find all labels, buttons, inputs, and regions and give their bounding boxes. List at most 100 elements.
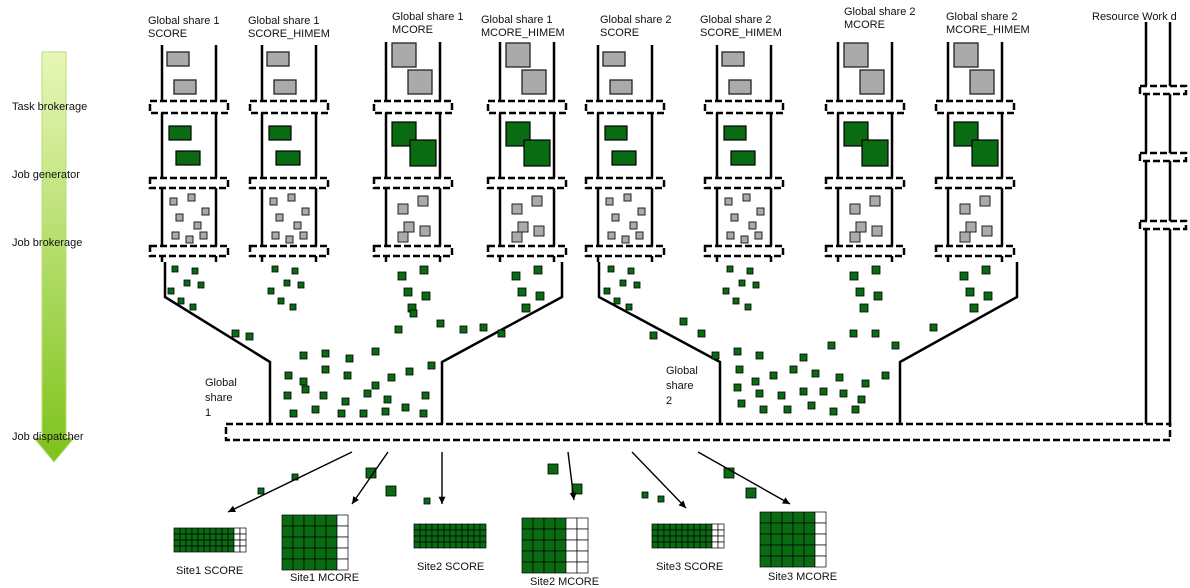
site-slot — [770, 555, 783, 568]
job-square — [299, 231, 308, 240]
site-slot — [179, 539, 187, 547]
dispatch-arrowhead — [352, 496, 359, 504]
site-grid — [281, 514, 349, 571]
site-slot — [521, 550, 534, 563]
job-square — [873, 291, 883, 301]
site-slot — [554, 528, 567, 541]
job-square — [857, 395, 866, 404]
job-square — [789, 365, 798, 374]
job-square — [535, 291, 545, 301]
task-block — [173, 79, 197, 95]
task-block — [859, 69, 885, 95]
job-square — [607, 231, 616, 240]
site-slot — [803, 555, 816, 568]
dispatch-arrows — [227, 451, 791, 513]
job-square — [859, 303, 869, 313]
job-square — [839, 389, 848, 398]
job-square — [409, 309, 418, 318]
job-square — [625, 303, 633, 311]
site-slot — [281, 525, 294, 538]
job-square — [289, 303, 297, 311]
job-squares — [231, 309, 938, 505]
site-slot — [443, 523, 451, 531]
site-slot — [292, 558, 305, 571]
site-slot — [479, 535, 487, 543]
job-square — [285, 235, 294, 244]
site-slot — [792, 511, 805, 524]
site-slot — [473, 529, 481, 537]
site-slot — [759, 522, 772, 535]
site-slot — [681, 529, 689, 537]
stage-connector — [248, 176, 330, 190]
job-square — [849, 329, 858, 338]
job-square — [754, 231, 763, 240]
site-slot — [303, 558, 316, 571]
job-block — [971, 139, 999, 167]
job-square — [291, 267, 299, 275]
site-slot — [437, 541, 445, 549]
site-slot — [814, 533, 827, 546]
job-square — [511, 203, 523, 215]
site-slot — [717, 523, 725, 531]
site-slot — [717, 541, 725, 549]
site-slot — [209, 527, 217, 535]
site-slot — [413, 529, 421, 537]
stage-label-job-brokerage: Job brokerage — [12, 237, 82, 249]
site-slot — [711, 529, 719, 537]
site-slot — [576, 539, 589, 552]
job-square — [337, 409, 346, 418]
site-slot — [663, 541, 671, 549]
stage-connector — [372, 99, 454, 115]
job-square — [849, 231, 861, 243]
site-slot — [203, 545, 211, 553]
site-slot — [197, 545, 205, 553]
site-slot — [303, 536, 316, 549]
site-grid — [413, 523, 487, 549]
job-square — [603, 287, 611, 295]
task-block — [602, 51, 626, 67]
site-slot — [203, 527, 211, 535]
site-slot — [675, 523, 683, 531]
job-square — [245, 332, 254, 341]
job-square — [359, 409, 368, 418]
site-slot — [699, 529, 707, 537]
site-slot — [461, 529, 469, 537]
stage-connector — [934, 244, 1016, 258]
site-slot — [227, 545, 235, 553]
job-square — [746, 267, 754, 275]
job-square — [871, 329, 880, 338]
site-slot — [711, 523, 719, 531]
job-square — [397, 203, 409, 215]
site-slot — [191, 527, 199, 535]
job-square — [981, 265, 991, 275]
stage-connector — [148, 176, 230, 190]
site-slot — [693, 541, 701, 549]
site-slot — [314, 514, 327, 527]
task-block — [721, 51, 745, 67]
site-slot — [203, 539, 211, 547]
job-square — [269, 197, 278, 206]
job-square — [271, 231, 280, 240]
site-slot — [532, 539, 545, 552]
job-square — [311, 405, 320, 414]
site-slot — [705, 535, 713, 543]
site-slot — [281, 547, 294, 560]
job-square — [511, 271, 521, 281]
job-square — [287, 193, 296, 202]
job-square — [649, 331, 658, 340]
task-block — [728, 79, 752, 95]
job-square — [371, 381, 380, 390]
site-slot — [461, 523, 469, 531]
stage-label-job-dispatcher: Job dispatcher — [12, 431, 84, 443]
job-square — [759, 405, 768, 414]
site-slot — [687, 541, 695, 549]
site-slot — [461, 541, 469, 549]
job-dispatcher-bar — [224, 422, 1172, 442]
job-square — [436, 319, 445, 328]
task-block — [266, 51, 290, 67]
site-slot — [209, 533, 217, 541]
site-slot — [781, 511, 794, 524]
site-slot — [419, 535, 427, 543]
site-slot — [467, 523, 475, 531]
